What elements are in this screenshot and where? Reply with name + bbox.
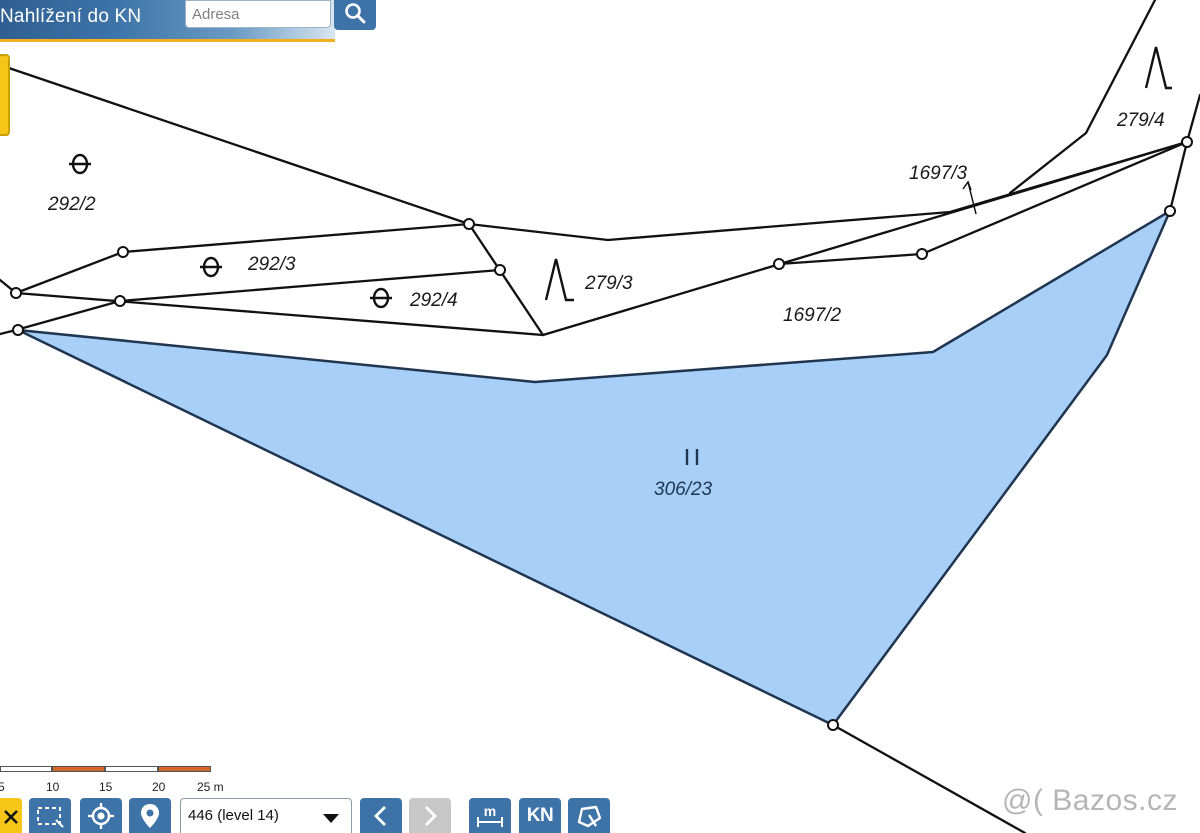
- polygon-draw-icon: [577, 805, 602, 827]
- chevron-down-icon: [323, 814, 339, 823]
- parcel-label[interactable]: 279/3: [584, 273, 633, 294]
- parcel-label-selected[interactable]: 306/23: [654, 479, 713, 500]
- ruler-measure-icon: m: [477, 803, 503, 827]
- forest-symbol: [200, 256, 222, 278]
- chevron-right-icon: [425, 805, 437, 826]
- search-icon: [345, 2, 366, 23]
- area-select-button[interactable]: [29, 798, 71, 833]
- app-title: Nahlížení do KN: [0, 6, 142, 27]
- scale-tick: 20: [152, 780, 166, 794]
- forest-symbol: [69, 153, 91, 175]
- boundary-point: [117, 246, 129, 258]
- side-panel-toggle[interactable]: [0, 54, 10, 136]
- crosshair-icon: [88, 802, 114, 829]
- chevron-left-icon: [374, 805, 386, 826]
- parcel-label[interactable]: 292/4: [409, 290, 458, 311]
- parcel-label[interactable]: 279/4: [1116, 110, 1165, 131]
- locate-button[interactable]: [80, 798, 122, 833]
- boundary-point: [114, 295, 126, 307]
- watermark: @( Bazos.cz: [1002, 784, 1178, 817]
- map-pin-icon: [141, 803, 159, 828]
- forest-symbol: [370, 287, 392, 309]
- close-icon: [4, 809, 18, 824]
- next-view-button[interactable]: [409, 798, 451, 833]
- kn-layer-button[interactable]: KN: [519, 798, 561, 833]
- level-select[interactable]: 446 (level 14): [180, 798, 352, 833]
- scale-segment: [158, 766, 211, 772]
- level-select-value: 446 (level 14): [188, 807, 279, 824]
- parcel-pointer-arrow: [962, 180, 977, 215]
- scale-tick: 5: [0, 780, 5, 794]
- boundary-point: [773, 258, 785, 270]
- grassland-symbol: [1144, 46, 1172, 90]
- parcel-label[interactable]: 1697/3: [909, 163, 968, 184]
- search-button[interactable]: [334, 0, 376, 30]
- grassland-symbol: [544, 258, 574, 302]
- boundary-point: [12, 324, 24, 336]
- scale-tick: 25 m: [197, 780, 224, 794]
- boundary-point: [463, 218, 475, 230]
- boundary-point: [827, 719, 839, 731]
- svg-text:m: m: [484, 803, 496, 819]
- close-tool-button[interactable]: [0, 798, 22, 833]
- parcel-label[interactable]: 1697/2: [783, 305, 842, 326]
- marker-button[interactable]: [129, 798, 171, 833]
- measure-button[interactable]: m: [469, 798, 511, 833]
- draw-polygon-button[interactable]: [568, 798, 610, 833]
- scale-segment: [0, 766, 52, 772]
- boundary-points: [10, 136, 1193, 731]
- scale-segment: [52, 766, 105, 772]
- boundary-point: [10, 287, 22, 299]
- parcel-label[interactable]: 292/2: [47, 194, 96, 215]
- rectangle-select-icon: [37, 806, 64, 828]
- scale-tick: 15: [99, 780, 113, 794]
- boundary-point: [1164, 205, 1176, 217]
- boundary-point: [1181, 136, 1193, 148]
- scale-segment: [105, 766, 158, 772]
- scale-bar: 5 10 15 20 25 m: [0, 760, 230, 800]
- scale-tick: 10: [46, 780, 60, 794]
- previous-view-button[interactable]: [360, 798, 402, 833]
- kn-label: KN: [526, 804, 554, 826]
- address-search-input[interactable]: [185, 0, 331, 28]
- boundary-point: [916, 248, 928, 260]
- parcel-label[interactable]: 292/3: [247, 254, 296, 275]
- boundary-point: [494, 264, 506, 276]
- arable-land-symbol: [685, 449, 699, 465]
